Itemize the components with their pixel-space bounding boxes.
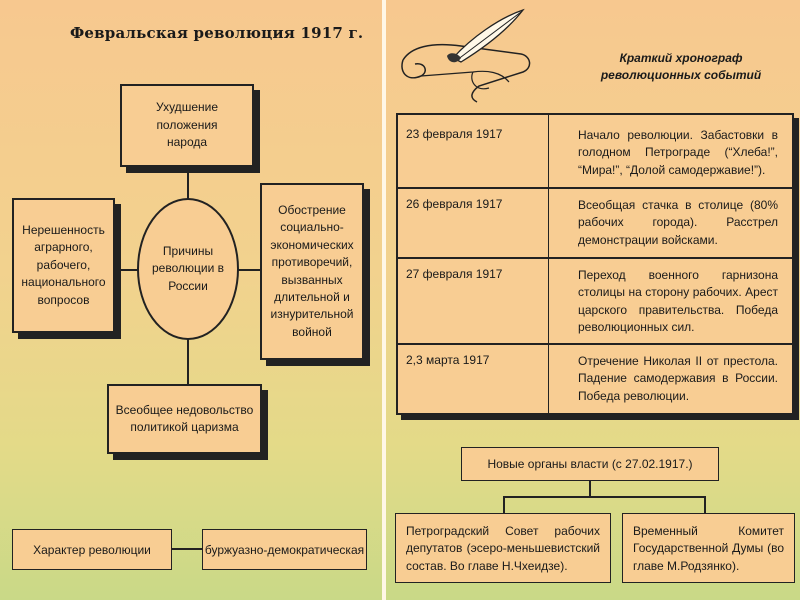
row-separator [398, 187, 792, 189]
row-separator [398, 257, 792, 259]
tree-right-drop [704, 496, 706, 513]
event-description: Начало революции. Забастовки в голодном … [578, 128, 778, 177]
causes-panel: Февральская революция 1917 г. Ухудшение … [0, 0, 382, 600]
panel-divider [382, 0, 386, 600]
character-label: Характер революции [12, 529, 172, 570]
chronology-row: 2,3 марта 1917 Отречение Николая II от п… [398, 345, 792, 413]
tree-branch [503, 496, 705, 498]
chronology-row: 23 февраля 1917 Начало революции. Забаст… [398, 115, 792, 187]
petrograd-soviet-box: Петроградский Совет рабочих депутатов (э… [395, 513, 611, 583]
event-date: 23 февраля 1917 [406, 127, 503, 141]
chronology-table: 23 февраля 1917 Начало революции. Забаст… [396, 113, 794, 415]
event-description: Переход военного гарнизона столицы на ст… [578, 268, 778, 335]
event-date: 2,3 марта 1917 [406, 353, 490, 367]
scroll-quill-icon [401, 8, 531, 103]
connector-character [172, 548, 202, 550]
row-separator [398, 343, 792, 345]
duma-committee-box: Временный Комитет Государственной Думы (… [622, 513, 795, 583]
tree-stem [589, 481, 591, 497]
chronology-row: 26 февраля 1917 Всеобщая стачка в столиц… [398, 189, 792, 257]
chronology-row: 27 февраля 1917 Переход военного гарнизо… [398, 259, 792, 343]
tree-left-drop [503, 496, 505, 513]
new-authorities-header: Новые органы власти (с 27.02.1917.) [461, 447, 719, 481]
character-value: буржуазно-демократическая [202, 529, 367, 570]
column-separator [548, 115, 549, 413]
event-date: 26 февраля 1917 [406, 197, 503, 211]
page-title: Февральская революция 1917 г. [70, 24, 364, 42]
event-date: 27 февраля 1917 [406, 267, 503, 281]
event-description: Всеобщая стачка в столице (80% рабочих г… [578, 198, 778, 247]
event-description: Отречение Николая II от престола. Падени… [578, 354, 778, 403]
